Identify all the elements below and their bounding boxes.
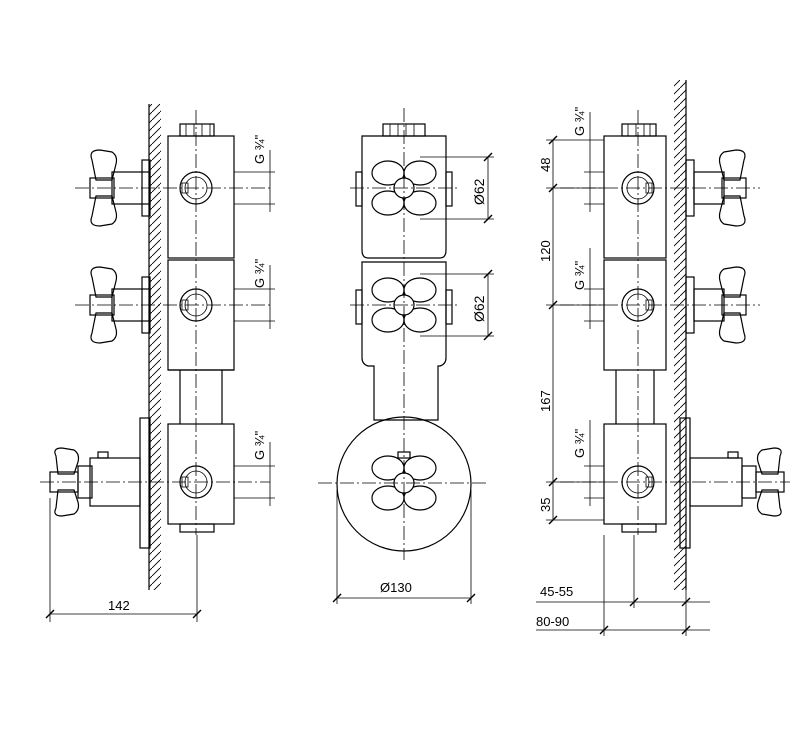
dim-chain: [546, 135, 604, 525]
label-dia62-top: Ø62: [471, 178, 487, 205]
right-handle-bot: [679, 417, 785, 549]
label-d35: 35: [538, 498, 553, 512]
left-handle-top: [89, 149, 151, 227]
left-wall: [148, 104, 161, 590]
label-right-thread-bot: G ¾": [572, 428, 587, 458]
label-left-thread-mid: G ¾": [252, 258, 267, 288]
right-handle-mid: [685, 266, 747, 344]
right-body: [603, 123, 667, 533]
label-dia62-mid: Ø62: [471, 295, 487, 322]
label-left-thread-top: G ¾": [252, 134, 267, 164]
label-80-90: 80-90: [536, 614, 569, 629]
label-left-thread-bot: G ¾": [252, 430, 267, 460]
label-142: 142: [108, 598, 130, 613]
dim-depth: [536, 535, 710, 636]
front-view: Ø62 Ø62 Ø130: [318, 108, 494, 604]
left-view: G ¾" G ¾" G ¾" 142: [40, 104, 275, 622]
left-thread-dims: [234, 150, 275, 506]
right-handle-top: [685, 149, 747, 227]
right-view: G ¾" G ¾" G ¾" 48 120 167 35: [536, 80, 790, 636]
label-45-55: 45-55: [540, 584, 573, 599]
left-body: [167, 123, 235, 533]
right-thread-dims: [584, 112, 604, 506]
label-d120: 120: [538, 240, 553, 262]
dim-dia62-top: [420, 152, 494, 224]
label-d167: 167: [538, 390, 553, 412]
dim-dia62-mid: [420, 269, 494, 341]
label-right-thread-top: G ¾": [572, 106, 587, 136]
label-right-thread-mid: G ¾": [572, 260, 587, 290]
left-handle-bot: [49, 417, 151, 549]
label-d48: 48: [538, 158, 553, 172]
left-handle-mid: [89, 266, 151, 344]
dim-142: [45, 498, 202, 622]
dim-dia130: [332, 490, 476, 604]
label-dia130: Ø130: [380, 580, 412, 595]
